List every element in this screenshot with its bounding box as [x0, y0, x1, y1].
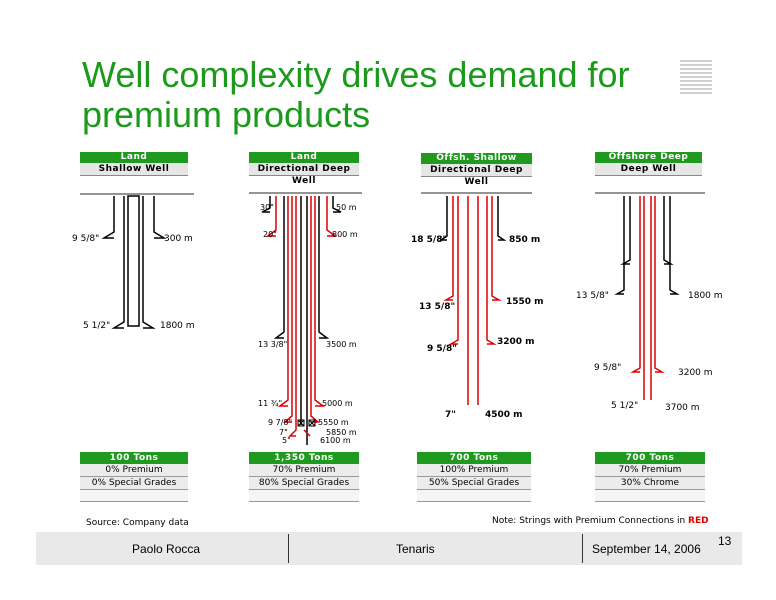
label: 13 5/8" [419, 302, 456, 312]
footer-divider [582, 534, 583, 563]
label: 1800 m [160, 321, 195, 331]
label: 11 ¾" [258, 399, 283, 408]
label: 9 5/8" [72, 234, 100, 244]
well-2-drawing [261, 196, 342, 445]
tons: 700 Tons [417, 452, 531, 464]
label: 5000 m [322, 399, 353, 408]
empty-row [249, 490, 359, 502]
premium-note: Note: Strings with Premium Connections i… [492, 516, 709, 526]
well-1-drawing [101, 195, 167, 329]
well-name: Directional Deep Well [421, 164, 532, 187]
premium-share: 70% Premium [249, 464, 359, 477]
special-grades: 30% Chrome [595, 477, 705, 490]
slide-title: Well complexity drives demand for premiu… [82, 54, 630, 135]
tons: 1,350 Tons [249, 452, 359, 464]
special-grades: 0% Special Grades [80, 477, 188, 490]
label: 7" [279, 428, 288, 437]
label: 9 5/8" [594, 363, 622, 373]
logo-stripes-icon [680, 60, 712, 96]
premium-share: 100% Premium [417, 464, 531, 477]
label: 5" [282, 436, 291, 445]
well-2-table: 1,350 Tons 70% Premium 80% Special Grade… [249, 452, 359, 502]
tons: 100 Tons [80, 452, 188, 464]
premium-share: 0% Premium [80, 464, 188, 477]
well-4-drawing [614, 196, 680, 400]
well-type: Land [80, 152, 188, 163]
label: 13 5/8" [576, 291, 609, 301]
label: 13 3/8" [258, 340, 288, 349]
note-red: RED [688, 516, 709, 526]
ground-lines [80, 192, 705, 195]
source-note: Source: Company data [86, 518, 189, 528]
empty-row [80, 490, 188, 502]
well-4-table: 700 Tons 70% Premium 30% Chrome [595, 452, 705, 502]
well-1-header: Land Shallow Well [80, 152, 188, 176]
empty-row [417, 490, 531, 502]
label: 3200 m [497, 337, 535, 347]
label: 3200 m [678, 368, 713, 378]
footer-divider [288, 534, 289, 563]
label: 5850 m [326, 428, 357, 437]
page-number: 13 [718, 534, 732, 548]
well-3-table: 700 Tons 100% Premium 50% Special Grades [417, 452, 531, 502]
label: 3700 m [665, 403, 700, 413]
well-type: Land [249, 152, 359, 163]
label: 5 1/2" [611, 401, 639, 411]
label: 5550 m [318, 418, 349, 427]
premium-share: 70% Premium [595, 464, 705, 477]
label: 9 5/8" [427, 344, 457, 354]
empty-row [595, 490, 705, 502]
special-grades: 80% Special Grades [249, 477, 359, 490]
well-2-header: Land Directional Deep Well [249, 152, 359, 186]
well-1-table: 100 Tons 0% Premium 0% Special Grades [80, 452, 188, 502]
well-name: Directional Deep Well [249, 163, 359, 186]
label: 1800 m [688, 291, 723, 301]
label: 9 7/8" [268, 418, 293, 427]
well-3-header: Offsh. Shallow Water Directional Deep We… [421, 153, 532, 187]
well-3-drawing [438, 196, 507, 405]
label: 18 5/8" [411, 235, 448, 245]
label: 7" [445, 410, 456, 420]
label: 1550 m [506, 297, 544, 307]
footer-bar: Paolo Rocca Tenaris September 14, 2006 [36, 532, 742, 565]
label: 800 m [332, 230, 358, 239]
label: 3500 m [326, 340, 357, 349]
well-name: Deep Well [595, 163, 702, 176]
label: 30" [260, 203, 274, 212]
label: 850 m [509, 235, 541, 245]
note-text: Note: Strings with Premium Connections i… [492, 516, 689, 526]
label: 4500 m [485, 410, 523, 420]
special-grades: 50% Special Grades [417, 477, 531, 490]
label: 5 1/2" [83, 321, 111, 331]
label: 300 m [164, 234, 193, 244]
well-name: Shallow Well [80, 163, 188, 176]
presenter-name: Paolo Rocca [132, 542, 201, 556]
label: 6100 m [320, 436, 351, 445]
company-name: Tenaris [396, 542, 435, 556]
label: 50 m [336, 203, 357, 212]
label: 20" [263, 230, 277, 239]
tons: 700 Tons [595, 452, 705, 464]
well-4-header: Offshore Deep Water Deep Well [595, 152, 702, 176]
presentation-date: September 14, 2006 [592, 542, 701, 556]
